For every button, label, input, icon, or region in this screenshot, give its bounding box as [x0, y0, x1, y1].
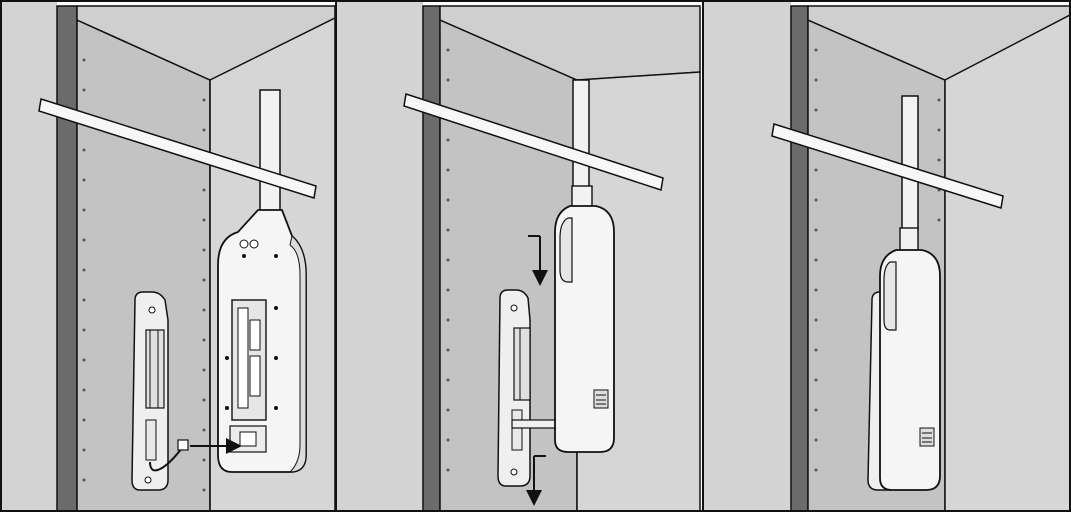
panel-step-2 — [335, 0, 701, 512]
panel-step-3 — [702, 0, 1071, 512]
closet-rail — [38, 98, 317, 199]
closet-rail — [771, 123, 1004, 209]
mounting-bracket — [131, 291, 169, 491]
shelf-holes — [446, 48, 450, 472]
vertical-rod — [259, 89, 281, 231]
closet-rail — [403, 93, 664, 191]
lift-device-installed — [879, 227, 941, 491]
lift-device-open — [217, 209, 307, 473]
shelf-holes — [814, 48, 941, 472]
cable-plug — [177, 439, 189, 451]
mounting-bracket — [497, 289, 531, 487]
panel-step-1 — [0, 0, 336, 512]
lift-device-closed — [554, 185, 615, 453]
cable — [149, 447, 183, 472]
